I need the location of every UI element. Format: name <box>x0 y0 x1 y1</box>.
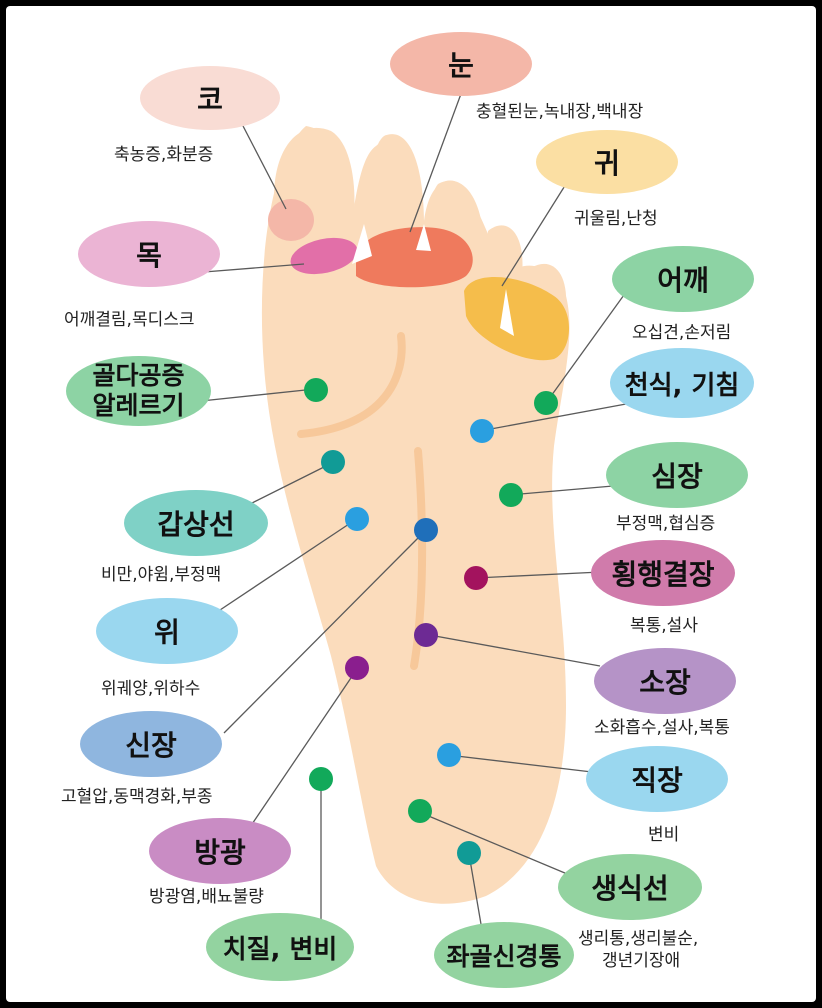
stomach-desc: 위궤양,위하수 <box>101 678 200 700</box>
dot-heart <box>499 483 523 507</box>
colon-bubble: 횡행결장 <box>591 540 735 606</box>
neck-bubble: 목 <box>78 221 220 287</box>
dot-rectum <box>437 743 461 767</box>
heart-title: 심장 <box>651 455 703 495</box>
toe-4 <box>484 225 523 276</box>
zone-nose-shape <box>268 199 314 241</box>
bladder-title: 방광 <box>194 831 246 871</box>
ear-title: 귀 <box>594 142 620 182</box>
heart-desc: 부정맥,협심증 <box>616 513 715 535</box>
ear-desc: 귀울림,난청 <box>574 208 658 230</box>
dot-shoulder <box>534 391 558 415</box>
thyroid-desc: 비만,야윔,부정맥 <box>101 564 221 586</box>
dot-bladder <box>345 656 369 680</box>
neck-desc: 어깨결림,목디스크 <box>64 309 195 331</box>
asthma-title: 천식, 기침 <box>625 365 740 402</box>
genital-desc-1: 생리통,생리불순, <box>578 928 698 950</box>
kidney-title: 신장 <box>125 724 177 764</box>
dot-hemorrhoid <box>309 767 333 791</box>
kidney-desc: 고혈압,동맥경화,부종 <box>61 786 213 808</box>
dot-sciatica <box>457 841 481 865</box>
smallint-bubble: 소장 <box>594 648 736 714</box>
rectum-bubble: 직장 <box>586 746 728 812</box>
sciatica-title: 좌골신경통 <box>446 937 561 973</box>
smallint-desc: 소화흡수,설사,복통 <box>594 717 730 739</box>
nose-bubble: 코 <box>140 66 280 130</box>
shoulder-title: 어깨 <box>657 259 709 299</box>
sciatica-bubble: 좌골신경통 <box>434 922 574 988</box>
smallint-title: 소장 <box>639 661 691 701</box>
colon-desc: 복통,설사 <box>630 615 698 637</box>
shoulder-bubble: 어깨 <box>612 246 754 312</box>
osteo-title-2: 알레르기 <box>92 391 184 421</box>
bladder-desc: 방광염,배뇨불량 <box>149 886 264 908</box>
heart-bubble: 심장 <box>606 442 748 508</box>
colon-title: 횡행결장 <box>611 553 714 593</box>
bladder-bubble: 방광 <box>149 818 291 884</box>
dot-colon <box>464 566 488 590</box>
dot-kidney <box>414 518 438 542</box>
kidney-bubble: 신장 <box>80 711 222 777</box>
rectum-desc: 변비 <box>648 824 679 846</box>
dot-stomach <box>345 507 369 531</box>
dot-thyroid <box>321 450 345 474</box>
osteo-title-1: 골다공증 <box>92 361 184 391</box>
stomach-bubble: 위 <box>96 598 238 664</box>
osteo-bubble: 골다공증 알레르기 <box>66 356 211 426</box>
neck-title: 목 <box>136 234 162 274</box>
genital-title: 생식선 <box>591 867 668 907</box>
reflexology-chart: 코 축농증,화분증 눈 충혈된눈,녹내장,백내장 귀 귀울림,난청 목 어깨결림… <box>6 6 816 1002</box>
stomach-title: 위 <box>154 611 180 651</box>
thyroid-title: 갑상선 <box>157 503 234 543</box>
dot-smallint <box>414 623 438 647</box>
dot-genital <box>408 799 432 823</box>
genital-desc-2: 갱년기장애 <box>602 950 680 972</box>
eye-desc: 충혈된눈,녹내장,백내장 <box>476 101 643 123</box>
toe-2 <box>370 134 424 228</box>
shoulder-desc: 오십견,손저림 <box>632 322 731 344</box>
ear-bubble: 귀 <box>536 130 678 194</box>
genital-bubble: 생식선 <box>558 854 702 920</box>
nose-desc: 축농증,화분증 <box>114 144 213 166</box>
eye-bubble: 눈 <box>390 32 532 96</box>
nose-title: 코 <box>197 78 223 118</box>
dot-osteo <box>304 378 328 402</box>
hemorrhoid-title: 치질, 변비 <box>223 929 338 966</box>
hemorrhoid-bubble: 치질, 변비 <box>206 913 354 981</box>
rectum-title: 직장 <box>631 759 683 799</box>
dot-asthma <box>470 419 494 443</box>
thyroid-bubble: 갑상선 <box>124 490 268 556</box>
asthma-bubble: 천식, 기침 <box>610 348 754 418</box>
eye-title: 눈 <box>448 44 474 84</box>
